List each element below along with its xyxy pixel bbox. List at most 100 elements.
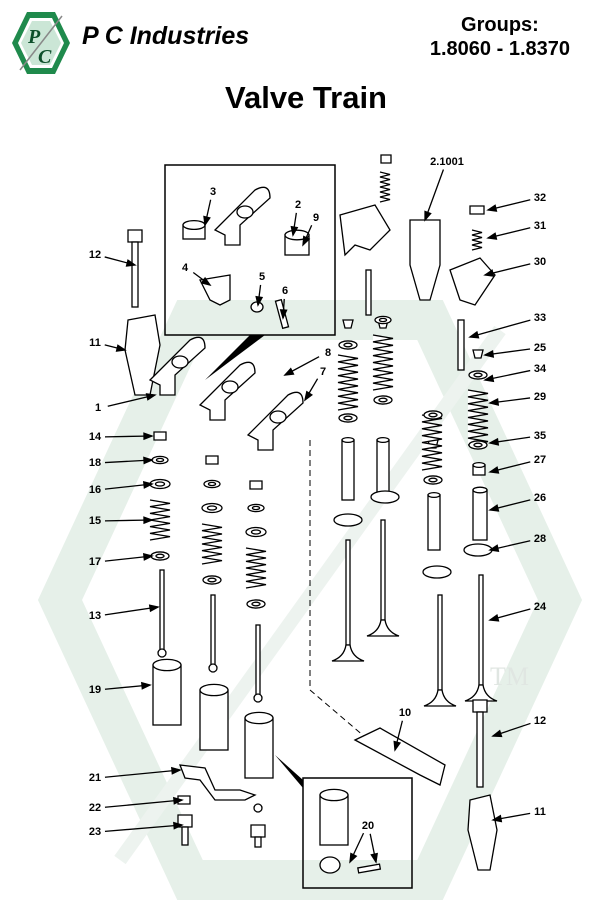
valve-guide-top: [376, 436, 390, 444]
bushing-top: [284, 229, 310, 241]
arrowhead: [488, 544, 500, 552]
callout-label: 8: [324, 347, 332, 359]
diagram-element: [205, 335, 265, 380]
arrowhead: [115, 344, 127, 352]
callout-label: 34: [533, 363, 547, 375]
washer-hole: [155, 457, 165, 463]
arrowhead: [349, 852, 358, 864]
callout-label: 10: [398, 707, 412, 719]
washer-hole: [378, 397, 388, 403]
callout-label: 30: [533, 256, 547, 268]
callout-label: 5: [258, 271, 266, 283]
arrowhead: [173, 796, 184, 805]
groups-range: 1.8060 - 1.8370: [429, 38, 570, 60]
callout-leader: [104, 824, 183, 833]
rocker-bore: [236, 205, 254, 219]
callout-label: 22: [88, 802, 102, 814]
page-title: Valve Train: [225, 80, 387, 115]
svg-text:P: P: [27, 26, 41, 48]
cam-follower: [244, 717, 274, 779]
washer-hole: [250, 529, 262, 535]
brand-name: P C Industries: [82, 22, 250, 50]
washer-hole: [251, 505, 261, 511]
washer-hole: [343, 415, 353, 421]
arrowhead: [468, 330, 480, 339]
callout-label: 9: [312, 212, 320, 224]
callout-label: 14: [88, 431, 102, 443]
push-rod-end: [253, 693, 263, 703]
bolt-head: [472, 699, 488, 713]
callout-label: 15: [88, 515, 102, 527]
bolt-shank: [476, 711, 484, 788]
bolt-head: [177, 814, 193, 828]
arrowhead: [145, 393, 157, 401]
rocker-shaft: [353, 727, 446, 786]
bolt-shank: [131, 241, 139, 308]
diagram-element: TM: [490, 662, 529, 691]
arrowhead: [488, 504, 500, 512]
valve-spring: [467, 389, 489, 446]
valve-seat-insert: [333, 513, 363, 527]
callout-label: 16: [88, 484, 102, 496]
nut: [469, 205, 485, 215]
roller: [319, 856, 341, 874]
washer-hole: [428, 477, 438, 483]
valve-spring: [201, 523, 223, 565]
pin: [250, 301, 264, 313]
push-rod-end: [157, 648, 167, 658]
arrowhead: [283, 367, 295, 376]
arrowhead: [491, 729, 503, 738]
callout-label: 2.1001: [430, 156, 464, 168]
arrowhead: [483, 350, 495, 358]
seal-top: [472, 461, 486, 469]
washer-hole: [378, 317, 388, 323]
callout-label: 20: [361, 820, 375, 832]
roller-pin: [357, 863, 382, 874]
arrowhead: [488, 614, 500, 622]
callout-label: 23: [88, 826, 102, 838]
bridge: [449, 257, 496, 306]
callout-label: 12: [533, 715, 547, 727]
callout-label: 28: [533, 533, 547, 545]
callout-label: 19: [88, 684, 102, 696]
callout-label: 35: [533, 430, 547, 442]
callout-label: 4: [181, 262, 189, 274]
valve-stem: [478, 574, 484, 686]
washer-hole: [473, 372, 483, 378]
arrowhead: [303, 390, 313, 402]
arrowhead: [143, 432, 154, 441]
cam-follower-detail-box: [302, 777, 413, 889]
arrowhead: [173, 821, 184, 830]
bridge-guide: [457, 319, 465, 371]
callout-label: 6: [281, 285, 289, 297]
valve-stem: [345, 539, 351, 646]
valve-spring: [245, 547, 267, 589]
diagram-element: [275, 755, 303, 788]
valve-seat-insert: [370, 490, 400, 504]
cam-follower: [199, 689, 229, 751]
pc-industries-logo: P C: [12, 12, 70, 74]
washer-hole: [473, 442, 483, 448]
cam-follower-top: [152, 658, 182, 672]
arrowhead: [171, 766, 182, 775]
callout-label: 2: [294, 199, 302, 211]
washer-hole: [428, 412, 438, 418]
bolt-head: [127, 229, 143, 243]
valve-seat-insert: [422, 565, 452, 579]
arrowhead: [488, 437, 500, 446]
bridge-guide: [365, 269, 372, 316]
arrowhead: [488, 398, 500, 406]
callout-label: 11: [89, 337, 101, 349]
nut: [153, 431, 167, 441]
callout-label: 1: [94, 402, 102, 414]
arrowhead: [142, 480, 154, 489]
callout-label: 32: [533, 192, 547, 204]
valve-spring: [379, 171, 391, 203]
arrowhead: [424, 210, 432, 222]
rocker-bore: [269, 410, 287, 424]
cam-follower: [152, 664, 182, 726]
arrowhead: [483, 269, 495, 277]
callout-leader: [469, 319, 531, 338]
valve-spring: [421, 414, 443, 471]
